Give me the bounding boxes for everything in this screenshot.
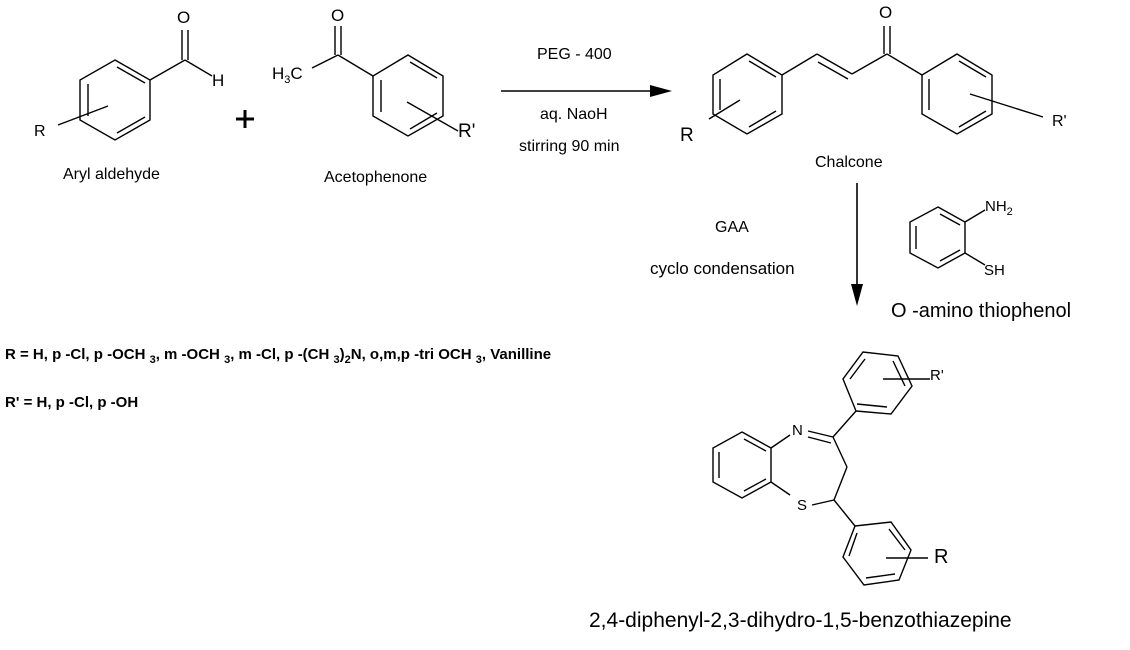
bond xyxy=(964,209,986,223)
ring-double-bond xyxy=(856,403,888,408)
r-substituent-list: R = H, p -Cl, p -OCH 3, m -OCH 3, m -Cl,… xyxy=(5,346,552,366)
step2-reagent: GAA xyxy=(715,219,749,236)
ring-double-bond xyxy=(849,358,866,380)
ring-double-bond xyxy=(748,60,777,78)
ring-double-bond xyxy=(865,573,896,579)
sh-label: SH xyxy=(984,262,1005,279)
aldehyde-oxygen-label: O xyxy=(177,8,191,27)
bond xyxy=(337,54,374,77)
ring-double-bond xyxy=(116,116,146,134)
step1-catalyst: PEG - 400 xyxy=(537,46,612,63)
ring-double-bond xyxy=(892,360,906,387)
bond xyxy=(770,481,791,496)
acetophenone-name: Acetophenone xyxy=(324,169,428,186)
ring-double-bond xyxy=(743,438,767,452)
benzene-ring xyxy=(79,59,151,141)
substituent-bond xyxy=(969,93,1044,118)
bond xyxy=(816,53,853,75)
acetophenone-r-prime-label: R' xyxy=(458,121,476,142)
substituent-bond xyxy=(406,101,459,132)
product-sulfur-label: S xyxy=(797,497,808,514)
benzothiazepine-structure xyxy=(712,351,930,586)
bond xyxy=(770,434,791,449)
benzene-ring xyxy=(842,351,913,415)
product-r-label: R xyxy=(934,546,949,568)
methyl-label: H3C xyxy=(272,64,303,86)
bond xyxy=(886,53,923,76)
ring-double-bond xyxy=(748,110,777,128)
arrowhead-icon xyxy=(650,85,672,97)
ring-double-bond xyxy=(958,110,987,128)
substituent-bond xyxy=(57,105,109,126)
aryl-aldehyde-name: Aryl aldehyde xyxy=(63,166,160,183)
bond xyxy=(833,499,856,527)
ring-double-bond xyxy=(939,213,961,226)
aldehyde-r-label: R xyxy=(34,123,46,140)
amino-thiophenol-structure xyxy=(909,206,986,269)
product-name: 2,4-diphenyl-2,3-dihydro-1,5-benzothiaze… xyxy=(589,609,1012,632)
benzene-ring xyxy=(372,54,444,137)
benzene-ring xyxy=(712,431,772,499)
alkene-double-bond xyxy=(817,61,849,80)
bond xyxy=(184,59,213,77)
benzene-ring xyxy=(842,521,912,586)
substituent-bond xyxy=(708,99,741,120)
ring-double-bond xyxy=(848,532,858,557)
bond xyxy=(832,436,848,468)
product-r-prime-label: R' xyxy=(930,367,944,384)
ring-double-bond xyxy=(409,112,438,130)
bond xyxy=(964,252,986,266)
ring-double-bond xyxy=(409,61,438,79)
acetophenone-oxygen-label: O xyxy=(331,6,345,25)
chalcone-oxygen-label: O xyxy=(879,3,893,22)
ring-double-bond xyxy=(888,528,906,551)
chalcone-structure xyxy=(708,26,1044,135)
arrowhead-icon xyxy=(851,284,863,306)
chalcone-r-prime-label: R' xyxy=(1052,113,1067,130)
product-nitrogen-label: N xyxy=(792,422,803,439)
imine-bond xyxy=(807,436,832,444)
r-prime-substituent-list: R' = H, p -Cl, p -OH xyxy=(5,394,139,411)
bond xyxy=(149,59,186,81)
amino-thiophenol-name: O -amino thiophenol xyxy=(891,300,1072,322)
bond xyxy=(851,53,888,75)
step2-condition: cyclo condensation xyxy=(650,259,795,278)
step1-condition: stirring 90 min xyxy=(519,138,620,155)
chalcone-r-label: R xyxy=(680,125,694,146)
ring-double-bond xyxy=(939,249,961,262)
ring-double-bond xyxy=(958,60,987,78)
bond xyxy=(832,410,857,438)
bond xyxy=(833,466,848,501)
ring-double-bond xyxy=(743,478,767,492)
benzene-ring xyxy=(909,206,966,269)
benzene-ring xyxy=(712,53,783,135)
aryl-aldehyde-structure xyxy=(57,30,213,141)
chalcone-name: Chalcone xyxy=(815,154,883,171)
acetophenone-structure xyxy=(311,26,459,137)
ring-double-bond xyxy=(116,66,146,84)
imine-bond xyxy=(807,430,834,438)
bond xyxy=(811,499,835,506)
aldehyde-hydrogen-label: H xyxy=(212,71,225,90)
benzene-ring xyxy=(921,53,993,135)
bond xyxy=(311,54,339,69)
nh2-label: NH2 xyxy=(985,198,1013,218)
bond xyxy=(781,53,818,76)
step1-base: aq. NaoH xyxy=(540,106,608,123)
